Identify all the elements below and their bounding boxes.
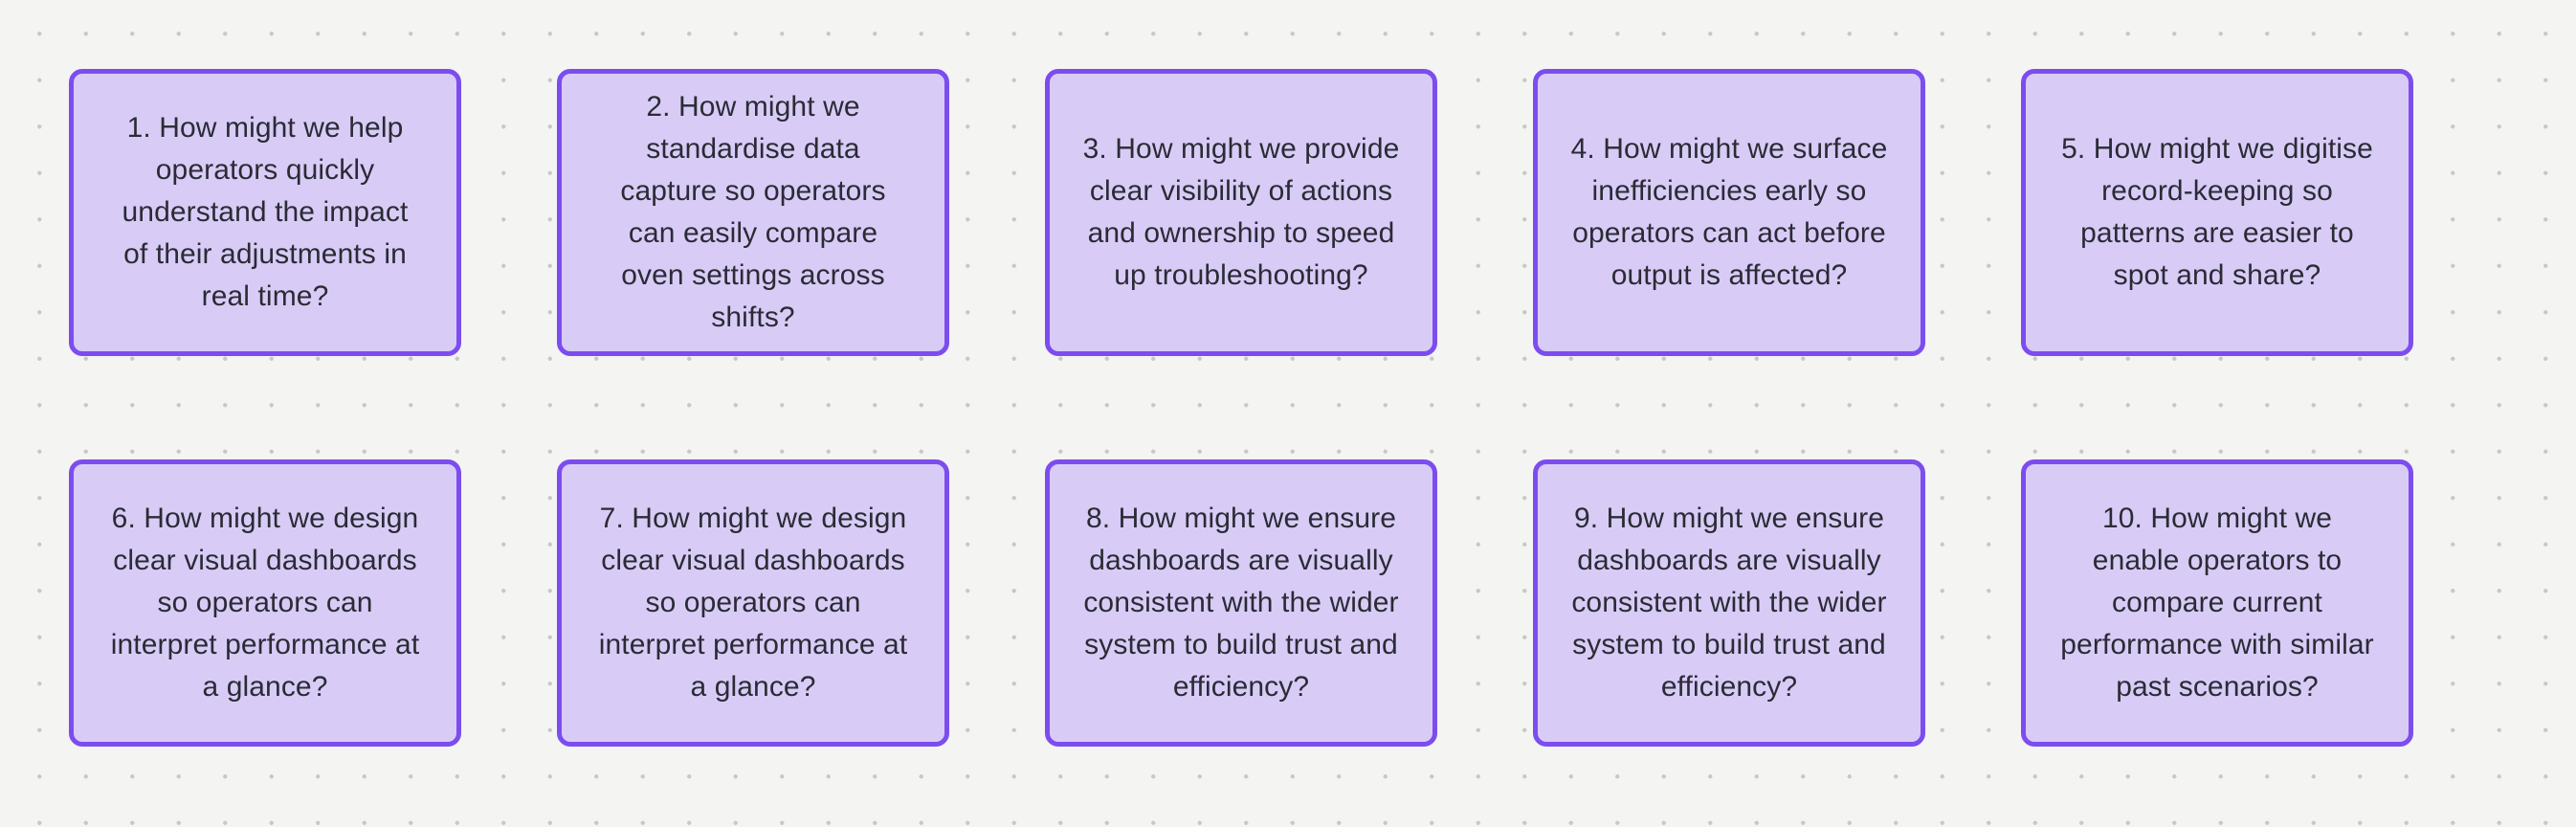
hmw-card-text: 7. How might we design clear visual dash…	[598, 502, 908, 704]
card-grid: 1. How might we help operators quickly u…	[69, 69, 2507, 747]
hmw-card-text: 10. How might we enable operators to com…	[2060, 502, 2374, 704]
hmw-card-10[interactable]: 10. How might we enable operators to com…	[2021, 459, 2413, 747]
hmw-card-8[interactable]: 8. How might we ensure dashboards are vi…	[1045, 459, 1437, 747]
hmw-card-4[interactable]: 4. How might we surface inefficiencies e…	[1533, 69, 1925, 356]
hmw-card-text: 2. How might we standardise data capture…	[620, 90, 886, 334]
hmw-card-9[interactable]: 9. How might we ensure dashboards are vi…	[1533, 459, 1925, 747]
hmw-card-text: 8. How might we ensure dashboards are vi…	[1083, 502, 1399, 704]
hmw-card-text: 1. How might we help operators quickly u…	[122, 111, 409, 313]
hmw-card-2[interactable]: 2. How might we standardise data capture…	[557, 69, 949, 356]
hmw-card-text: 5. How might we digitise record-keeping …	[2061, 132, 2373, 292]
hmw-card-3[interactable]: 3. How might we provide clear visibility…	[1045, 69, 1437, 356]
hmw-card-5[interactable]: 5. How might we digitise record-keeping …	[2021, 69, 2413, 356]
hmw-card-text: 4. How might we surface inefficiencies e…	[1570, 132, 1888, 292]
hmw-card-text: 6. How might we design clear visual dash…	[110, 502, 420, 704]
hmw-card-1[interactable]: 1. How might we help operators quickly u…	[69, 69, 461, 356]
hmw-card-6[interactable]: 6. How might we design clear visual dash…	[69, 459, 461, 747]
hmw-card-7[interactable]: 7. How might we design clear visual dash…	[557, 459, 949, 747]
hmw-card-text: 9. How might we ensure dashboards are vi…	[1571, 502, 1887, 704]
hmw-card-text: 3. How might we provide clear visibility…	[1082, 132, 1400, 292]
